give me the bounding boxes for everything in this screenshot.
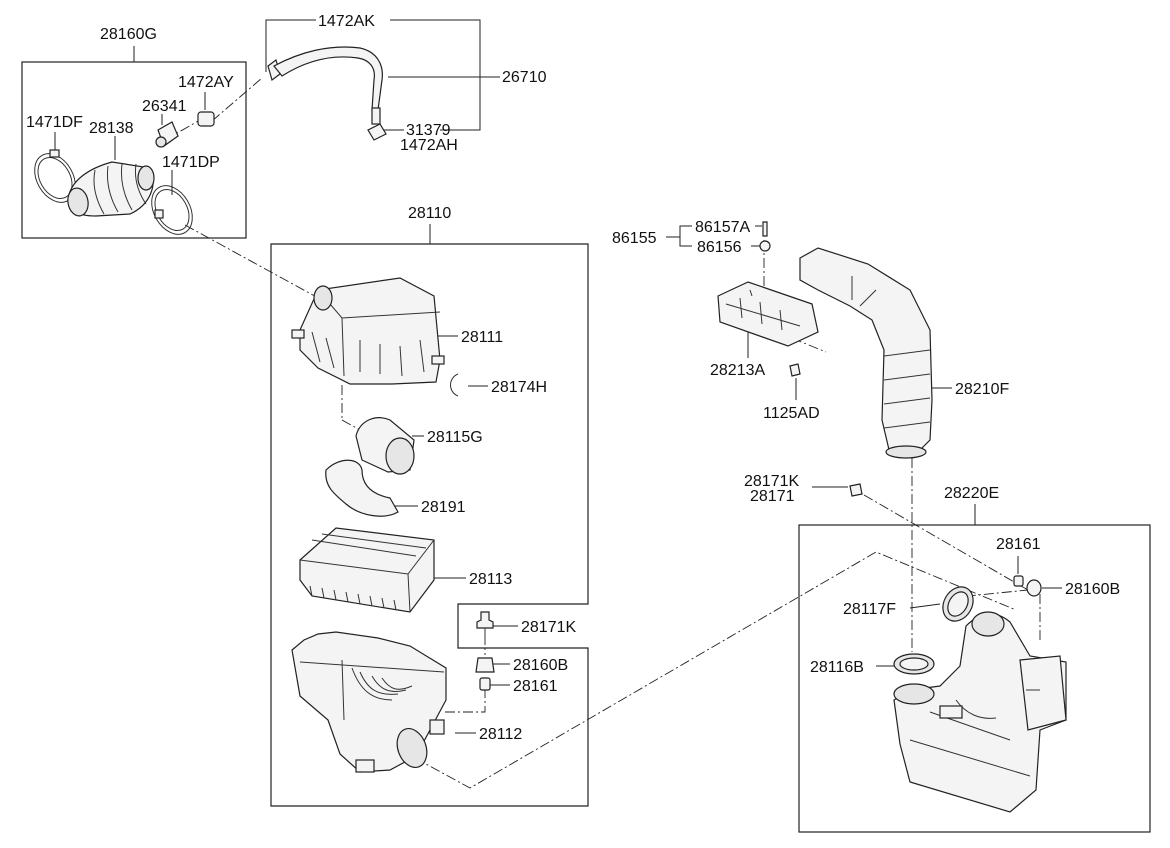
hose-clamp-1471DP [151, 185, 193, 235]
label-86157A: 86157A [695, 219, 750, 236]
label-1471DF: 1471DF [26, 114, 83, 131]
label-86156: 86156 [697, 239, 742, 256]
collar-28161 [479, 677, 491, 691]
label-26710: 26710 [502, 69, 547, 86]
air-cleaner-cover-28111 [299, 277, 441, 385]
label-1472AY: 1472AY [178, 74, 234, 91]
clip-28174H [450, 373, 459, 397]
duct-outlet [885, 445, 927, 459]
label-28115G: 28115G [427, 429, 483, 446]
breather-hose-26710 [273, 46, 383, 111]
label-1125AD: 1125AD [763, 405, 820, 422]
label-28117F: 28117F [843, 601, 896, 618]
label-1472AH: 1472AH [400, 137, 458, 154]
label-28171K-a: 28171K [521, 619, 576, 636]
cover-outlet [313, 285, 333, 311]
resonator-chamber [1019, 655, 1067, 731]
label-28112: 28112 [479, 726, 522, 743]
screw-86157A [762, 221, 768, 237]
clamp-screw-1471DF [49, 149, 60, 158]
label-28191: 28191 [421, 499, 466, 516]
group-box-28110 [270, 243, 589, 807]
duct-28191 [325, 459, 399, 517]
label-28171K-b: 28171K [744, 473, 799, 490]
grommet-28160B [475, 657, 495, 673]
label-26341: 26341 [142, 98, 187, 115]
label-28160B-b: 28160B [1065, 581, 1120, 598]
bracket-28213A [717, 281, 819, 347]
label-28174H: 28174H [491, 379, 547, 396]
label-28213A: 28213A [710, 362, 765, 379]
collar-28161-b [1013, 575, 1024, 587]
washer-86156 [759, 240, 771, 252]
label-28116B: 28116B [810, 659, 864, 676]
hose-clip-1472AY [197, 111, 215, 127]
label-1472AK: 1472AK [318, 13, 375, 30]
label-28160B-a: 28160B [513, 657, 568, 674]
label-28210F: 28210F [955, 381, 1009, 398]
label-28171: 28171 [750, 488, 795, 505]
body-inlet [396, 728, 428, 768]
label-28161-b: 28161 [996, 536, 1041, 553]
label-28220E: 28220E [944, 485, 999, 502]
air-filter-28113 [299, 527, 435, 613]
label-1471DP: 1471DP [162, 154, 220, 171]
label-28160G: 28160G [100, 26, 157, 43]
hose-clip-31379 [367, 123, 387, 141]
bolt-28171K-28171 [849, 483, 863, 497]
label-28161-a: 28161 [513, 678, 558, 695]
label-28110: 28110 [408, 205, 451, 222]
clamp-screw-1471DP [154, 209, 164, 219]
screw-1125AD [789, 363, 801, 377]
label-86155: 86155 [612, 230, 657, 247]
label-28111: 28111 [461, 329, 503, 346]
grommet-28160B-b [1026, 579, 1042, 597]
label-31379: 31379 [406, 122, 451, 139]
bolt-28171K [476, 611, 494, 629]
label-28113: 28113 [469, 571, 512, 588]
intake-duct-28210F [799, 247, 933, 459]
breather-hose-end [371, 107, 381, 125]
label-28138: 28138 [89, 120, 134, 137]
